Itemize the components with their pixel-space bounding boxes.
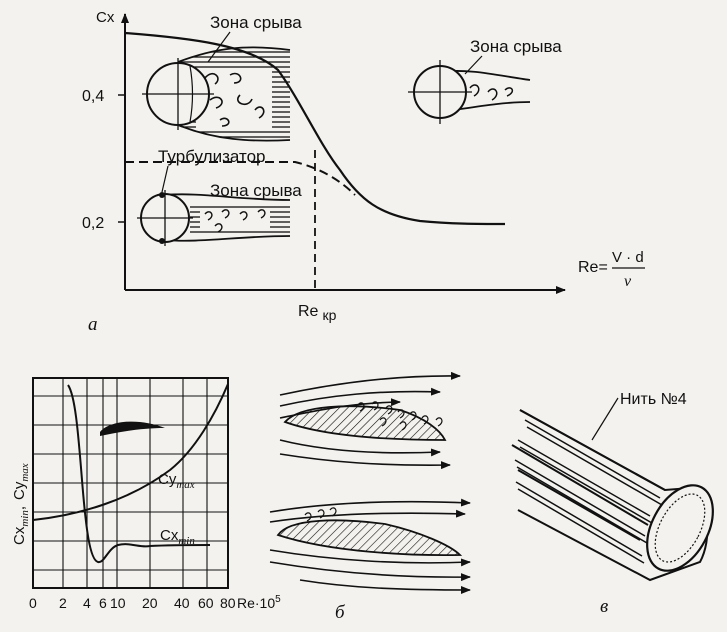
panel-letter-b: б — [335, 602, 346, 623]
x-axis-formula-denominator: ν — [624, 273, 632, 290]
x-tick-40: 40 — [174, 595, 190, 611]
separation-zone-label-1: Зона срыва — [210, 13, 302, 32]
cylinder-narrow-wake — [408, 60, 531, 124]
top-y-axis-label: Cx — [96, 9, 115, 26]
graph-x-label: Re·105 — [237, 594, 281, 611]
x-axis-formula-numerator: V · d — [612, 249, 644, 266]
airfoil-flow-panel: б — [269, 371, 471, 623]
cx-min-curve — [67, 384, 211, 564]
coefficient-graph: Cymax Cxmin Cxmin,Cymax 0 2 4 6 10 20 40… — [11, 377, 281, 611]
turbulator-curve — [125, 161, 356, 196]
cx-min-label: Cxmin — [160, 527, 195, 547]
x-tick-2: 2 — [59, 595, 67, 611]
separation-zone-label-3: Зона срыва — [210, 181, 302, 200]
threaded-tube-panel: Нить №4 в — [511, 391, 714, 617]
cylinder-turbulator — [137, 190, 291, 246]
top-diagram: Cx 0,4 0,2 Зона срыва — [82, 9, 645, 335]
x-axis-formula-prefix: Re= — [578, 259, 608, 276]
airfoil-lower — [276, 519, 463, 557]
x-tick-0: 0 — [29, 595, 37, 611]
turbulator-label: Турбулизатор — [158, 147, 265, 166]
airfoil-icon — [100, 421, 165, 436]
cy-max-label: Cymax — [158, 471, 195, 491]
panel-letter-a: а — [88, 314, 98, 335]
x-tick-20: 20 — [142, 595, 158, 611]
x-tick-6: 6 — [99, 595, 107, 611]
airfoil-upper — [283, 405, 447, 441]
top-y-tick-04: 0,4 — [82, 88, 104, 105]
panel-letter-c: в — [600, 596, 608, 617]
x-tick-60: 60 — [198, 595, 214, 611]
cy-max-curve — [32, 383, 229, 521]
x-tick-4: 4 — [83, 595, 91, 611]
cylinder-wide-wake — [142, 46, 291, 142]
top-y-tick-02: 0,2 — [82, 215, 104, 232]
x-tick-10: 10 — [110, 595, 126, 611]
separation-zone-label-2: Зона срыва — [470, 37, 562, 56]
graph-y-label: Cxmin,Cymax — [11, 463, 31, 545]
thread-label: Нить №4 — [620, 391, 687, 408]
x-tick-80: 80 — [220, 595, 236, 611]
tube-opening — [646, 484, 714, 572]
